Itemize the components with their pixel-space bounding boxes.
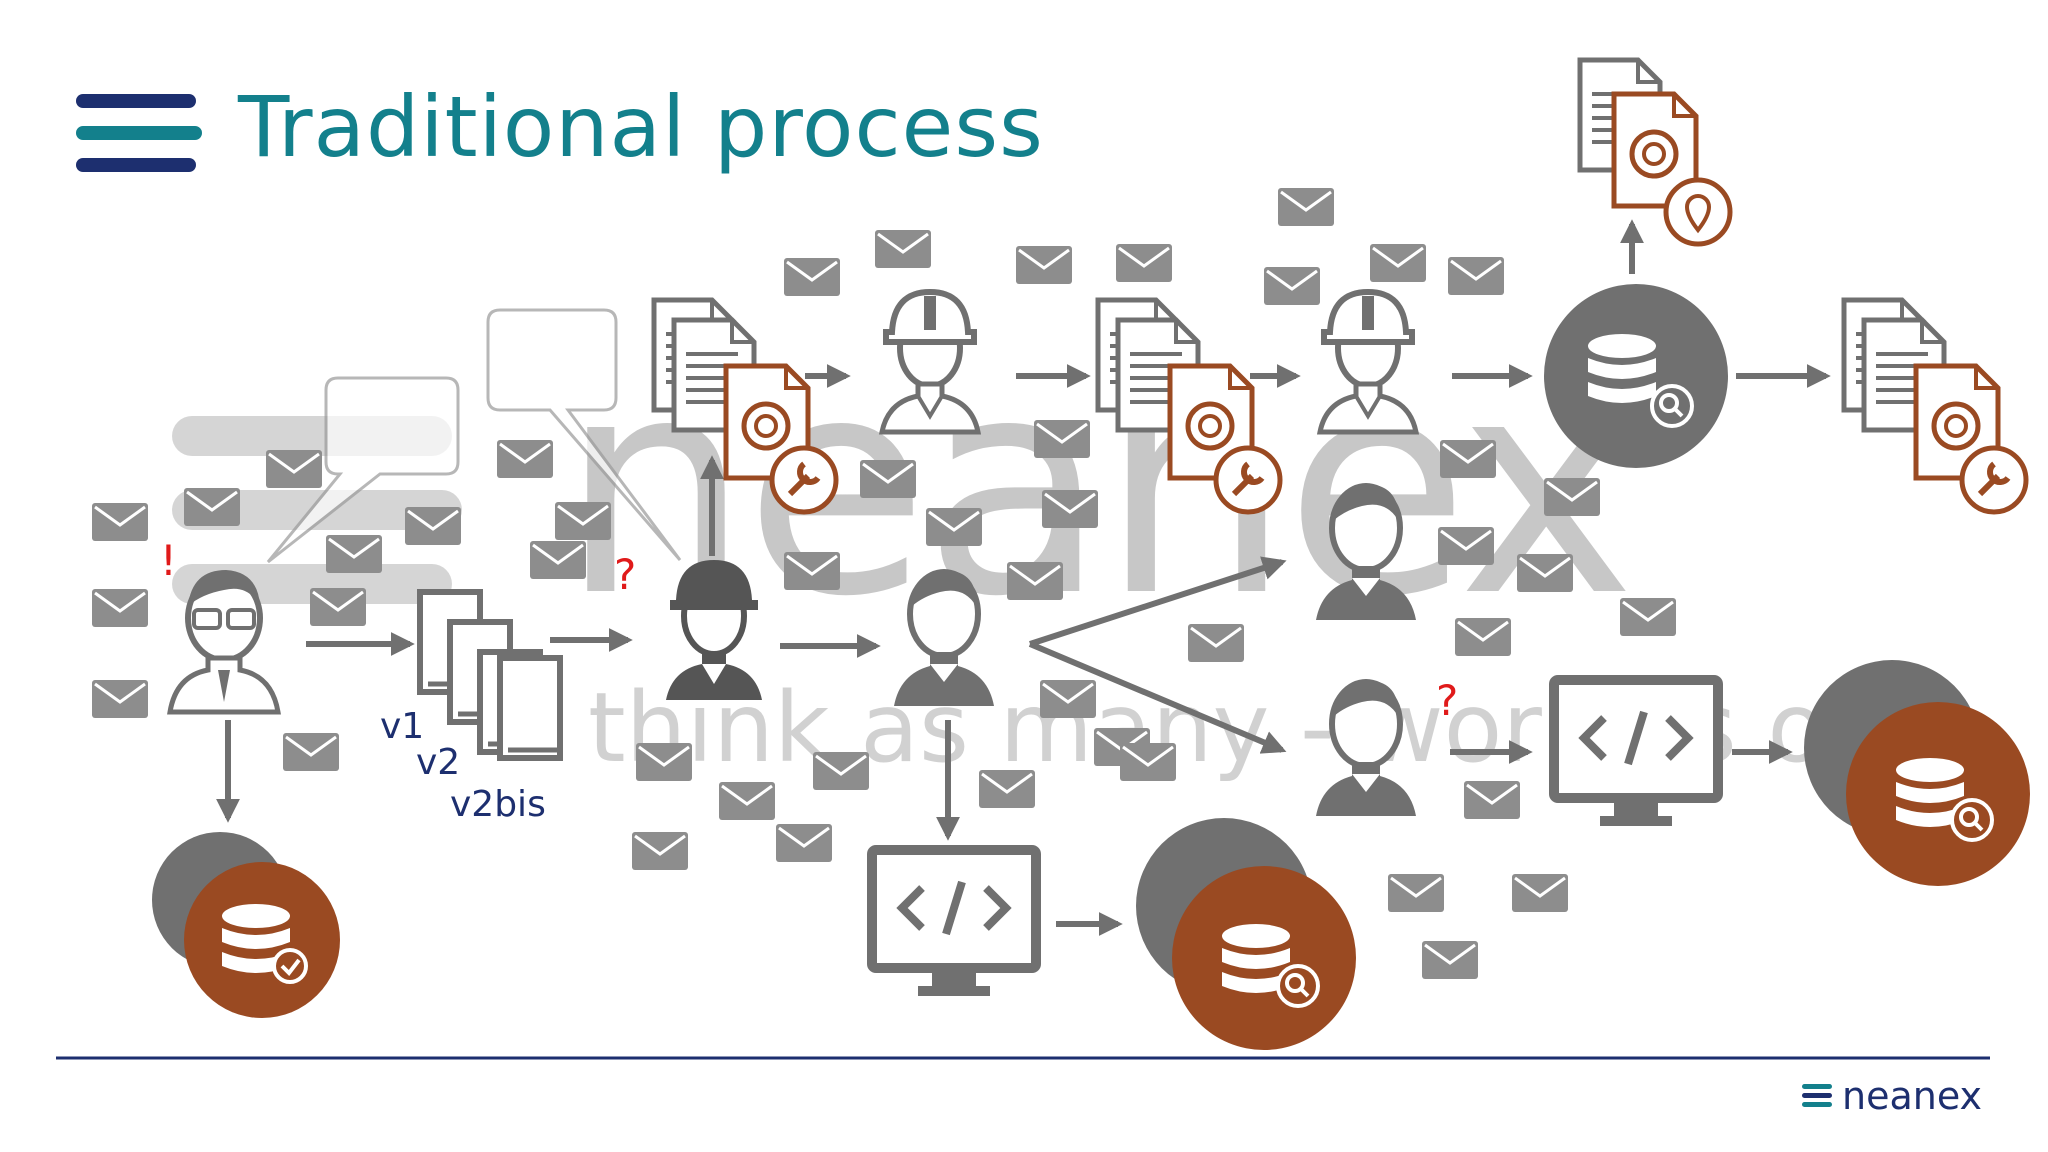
version-books-icon bbox=[420, 592, 560, 758]
person-icon bbox=[1316, 680, 1416, 816]
document-stack-icon bbox=[654, 300, 836, 512]
version-label-v1: v1 bbox=[380, 706, 425, 747]
hamburger-logo-icon bbox=[76, 94, 202, 172]
engineer-person-icon bbox=[167, 570, 281, 715]
exclamation-mark: ! bbox=[160, 536, 177, 585]
speech-bubble-icon bbox=[266, 308, 682, 564]
footer-logo-icon bbox=[1802, 1084, 1832, 1107]
document-stack-icon bbox=[1098, 300, 1280, 512]
worker-person-icon bbox=[882, 292, 978, 432]
question-mark: ? bbox=[614, 550, 637, 599]
person-icon bbox=[894, 570, 994, 706]
database-search-icon bbox=[1804, 660, 2030, 886]
database-search-icon bbox=[1544, 284, 1728, 468]
document-location-icon bbox=[1580, 60, 1733, 247]
worker-person-icon bbox=[666, 560, 762, 700]
version-label-v2: v2 bbox=[416, 742, 461, 783]
footer-brand-text: neanex bbox=[1842, 1074, 1983, 1118]
code-monitor-icon bbox=[872, 850, 1036, 996]
database-check-icon bbox=[152, 832, 340, 1018]
document-stack-icon bbox=[1844, 300, 2026, 512]
version-label-v2bis: v2bis bbox=[450, 784, 546, 825]
code-monitor-icon bbox=[1554, 680, 1718, 826]
database-search-icon bbox=[1136, 818, 1356, 1050]
flow-arrows bbox=[216, 219, 1831, 936]
slide-title: Traditional process bbox=[238, 78, 1044, 176]
worker-person-icon bbox=[1320, 292, 1416, 432]
person-icon bbox=[1316, 484, 1416, 620]
question-mark: ? bbox=[1436, 676, 1459, 725]
